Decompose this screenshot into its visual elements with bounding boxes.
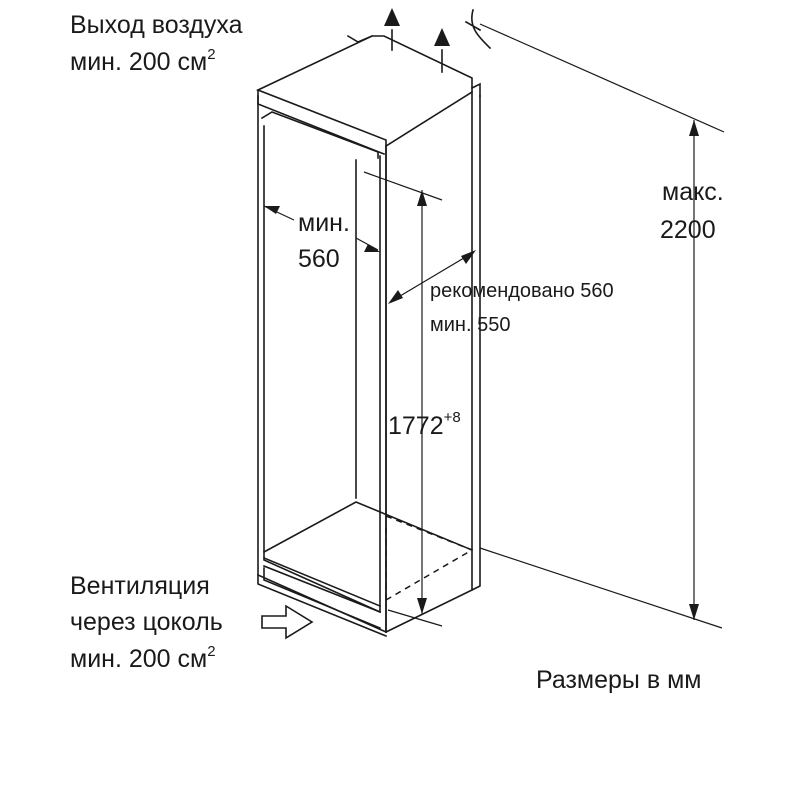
- dimension-niche-height: [363, 171, 443, 627]
- niche-side-thickness: [470, 95, 481, 592]
- dim-arrow-depth-right: [461, 250, 476, 264]
- ext-line-1772-bottom: [387, 609, 443, 627]
- units-label: Размеры в мм: [536, 666, 701, 694]
- niche-front-left: [257, 89, 387, 634]
- height-max-label: макс.: [662, 178, 724, 206]
- niche-top-right: [470, 82, 481, 97]
- dimension-depth: [388, 250, 476, 304]
- plinth-inner: [263, 567, 382, 630]
- niche-height-label: 1772+8: [388, 409, 461, 440]
- dimension-max-height: [479, 23, 725, 629]
- air-out-min-label: мин. 200 см2: [70, 46, 216, 76]
- niche-height-value: 1772: [388, 412, 444, 440]
- width-value-label: 560: [298, 245, 340, 273]
- dimension-width: [263, 205, 380, 252]
- depth-recommended-label: рекомендовано 560: [430, 280, 614, 302]
- dim-arrow-1772-top: [417, 190, 427, 206]
- air-arrow-2-head: [434, 28, 450, 46]
- ext-line-1772-top: [363, 171, 443, 201]
- dim-arrow-2200-bottom: [689, 604, 699, 620]
- niche-bottom-edge2: [262, 564, 382, 614]
- dim-arrow-560-left: [264, 206, 280, 214]
- air-out-sup: 2: [207, 46, 215, 63]
- vent-min-text: мин. 200 см: [70, 645, 207, 673]
- clearance-arc-icon: [464, 9, 492, 50]
- dim-arrow-1772-bottom: [417, 598, 427, 614]
- vent-min-label: мин. 200 см2: [70, 643, 216, 673]
- niche-cabinet: [255, 34, 481, 638]
- niche-top-panel: [255, 35, 473, 148]
- hidden-line-1: [385, 515, 473, 551]
- depth-min-label: мин. 550: [430, 314, 510, 336]
- niche-height-tolerance: +8: [444, 409, 461, 426]
- niche-front-inner: [263, 125, 381, 614]
- plinth-front: [257, 574, 388, 638]
- air-out-min-text: мин. 200 см: [70, 48, 207, 76]
- ext-line-top: [479, 23, 725, 133]
- niche-side-panel: [384, 91, 473, 634]
- air-arrow-1-head: [384, 8, 400, 26]
- dim-arrow-2200-top: [689, 120, 699, 136]
- niche-bottom-shelf: [262, 501, 474, 554]
- dim-arrow-560-right: [364, 244, 380, 252]
- height-max-value: 2200: [660, 216, 716, 244]
- niche-top-inner: [260, 111, 379, 159]
- vent-sup: 2: [207, 643, 215, 660]
- dim-line-560-right: [355, 237, 379, 251]
- dim-line-depth: [389, 251, 475, 303]
- niche-top-notch: [346, 34, 374, 43]
- air-out-label: Выход воздуха: [70, 11, 243, 39]
- ext-line-bottom: [479, 547, 723, 629]
- dim-arrow-depth-left: [388, 290, 403, 304]
- niche-bottom-edge: [262, 556, 382, 608]
- hidden-line-2: [385, 549, 473, 601]
- vent-arrow-shape: [261, 604, 314, 640]
- vent-label: Вентиляция: [70, 572, 210, 600]
- arrow-right-outline-icon: [261, 604, 314, 640]
- clearance-arc-shape: [464, 9, 492, 50]
- niche-top-edge: [257, 95, 386, 156]
- arrow-up-icon: [384, 8, 450, 73]
- vent-plinth-label: через цоколь: [70, 608, 223, 636]
- width-min-label: мин.: [298, 209, 350, 237]
